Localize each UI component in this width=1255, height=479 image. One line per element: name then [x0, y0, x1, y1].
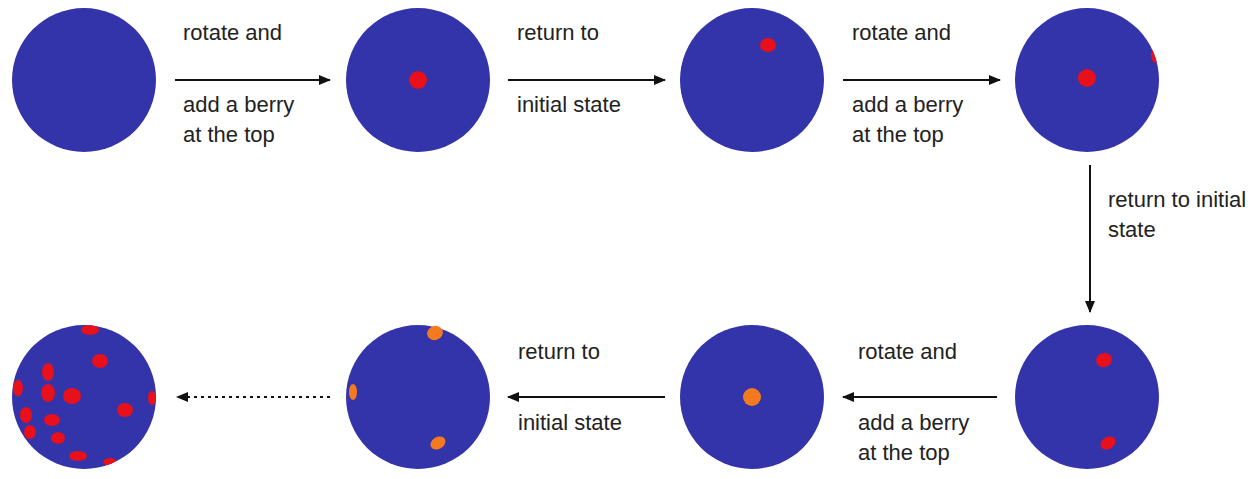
- step-label: initial state: [517, 90, 621, 120]
- continuation-arrow: [177, 396, 330, 398]
- berry: [1078, 69, 1096, 87]
- berry: [760, 38, 776, 52]
- step-label: initial state: [518, 408, 622, 438]
- step-label: rotate and: [183, 18, 282, 48]
- process-arrow: [843, 396, 997, 398]
- berry: [409, 71, 427, 89]
- berry: [1151, 47, 1161, 63]
- berry: [51, 432, 65, 444]
- cake-circle: [12, 325, 156, 469]
- cake-circle: [346, 8, 490, 152]
- berry: [148, 391, 156, 405]
- step-label: add a berry at the top: [852, 90, 982, 150]
- berry: [103, 458, 117, 466]
- berry: [13, 380, 23, 396]
- cake-circle: [12, 8, 156, 152]
- berry: [428, 434, 448, 452]
- berry: [1094, 351, 1114, 370]
- berry: [24, 425, 36, 439]
- step-label: return to: [518, 337, 600, 367]
- cake-circle: [1015, 8, 1159, 152]
- berry: [63, 388, 81, 404]
- process-arrow: [843, 79, 1000, 81]
- process-arrow: [175, 79, 330, 81]
- berry: [81, 325, 99, 335]
- berry: [1098, 434, 1118, 452]
- step-label: rotate and: [858, 337, 957, 367]
- berry: [425, 324, 445, 343]
- process-arrow: [1089, 165, 1091, 312]
- process-arrow: [508, 79, 665, 81]
- berry: [92, 354, 108, 368]
- process-arrow: [508, 396, 665, 398]
- berry: [771, 322, 785, 330]
- berry: [42, 363, 54, 381]
- berry: [117, 403, 133, 417]
- cake-circle: [1015, 325, 1159, 469]
- step-label: return to: [517, 18, 599, 48]
- berry: [349, 384, 357, 400]
- berry: [69, 451, 87, 461]
- step-label: add a berry at the top: [183, 90, 313, 150]
- berry: [44, 414, 60, 426]
- step-label: add a berry at the top: [858, 408, 988, 468]
- berry: [20, 407, 32, 423]
- berry: [743, 388, 761, 406]
- cake-circle: [680, 8, 824, 152]
- cake-circle: [346, 325, 490, 469]
- step-label: rotate and: [852, 18, 951, 48]
- berry: [35, 329, 45, 337]
- step-label: return to initial state: [1108, 185, 1248, 245]
- berry: [41, 384, 55, 402]
- cake-circle: [680, 325, 824, 469]
